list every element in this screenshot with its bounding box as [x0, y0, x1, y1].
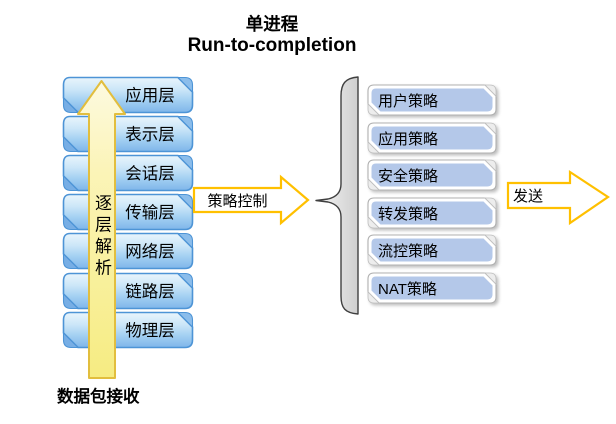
osi-layer-label: 会话层 — [125, 164, 175, 183]
title-line-2: Run-to-completion — [187, 35, 357, 56]
policy-card-label: NAT策略 — [378, 281, 437, 298]
policy-card: 流控策略 — [367, 234, 499, 268]
parse-arrow-label: 逐层解析 — [92, 194, 111, 280]
policy-card-label: 用户策略 — [378, 93, 439, 110]
policy-card-label: 转发策略 — [378, 205, 439, 223]
up-arrow-icon — [77, 80, 126, 379]
send-label: 发送 — [513, 188, 544, 205]
policy-card: 安全策略 — [367, 159, 499, 193]
policy-control-label: 策略控制 — [207, 192, 268, 210]
osi-layer-label: 传输层 — [125, 204, 175, 223]
policy-card-shape — [367, 122, 497, 154]
policy-card-shape — [367, 197, 497, 229]
osi-layer-label: 表示层 — [125, 125, 175, 144]
policy-card-shape — [367, 234, 497, 266]
policy-card-shape — [367, 159, 497, 191]
policy-control-arrow-icon — [192, 174, 310, 226]
policy-card-shape — [367, 272, 497, 304]
send-arrow-icon — [506, 169, 610, 226]
osi-layer-label: 物理层 — [125, 321, 175, 340]
policy-card-label: 安全策略 — [378, 168, 439, 186]
osi-layer-label: 链路层 — [125, 282, 175, 301]
left-brace-icon — [315, 76, 359, 315]
diagram-title: 单进程 Run-to-completion — [147, 13, 397, 57]
policy-card: NAT策略 — [367, 272, 499, 306]
policy-card: 用户策略 — [367, 84, 499, 118]
osi-layer-label: 应用层 — [125, 86, 175, 105]
policy-card: 应用策略 — [367, 122, 499, 156]
policy-card-label: 流控策略 — [378, 243, 439, 261]
osi-layer-box: 会话层 — [62, 154, 194, 192]
title-line-1: 单进程 — [245, 14, 299, 34]
receive-label: 数据包接收 — [57, 388, 140, 406]
policy-card-label: 应用策略 — [378, 130, 439, 148]
policy-card: 转发策略 — [367, 197, 499, 231]
osi-layer-label: 网络层 — [125, 243, 175, 262]
policy-card-shape — [367, 84, 497, 116]
